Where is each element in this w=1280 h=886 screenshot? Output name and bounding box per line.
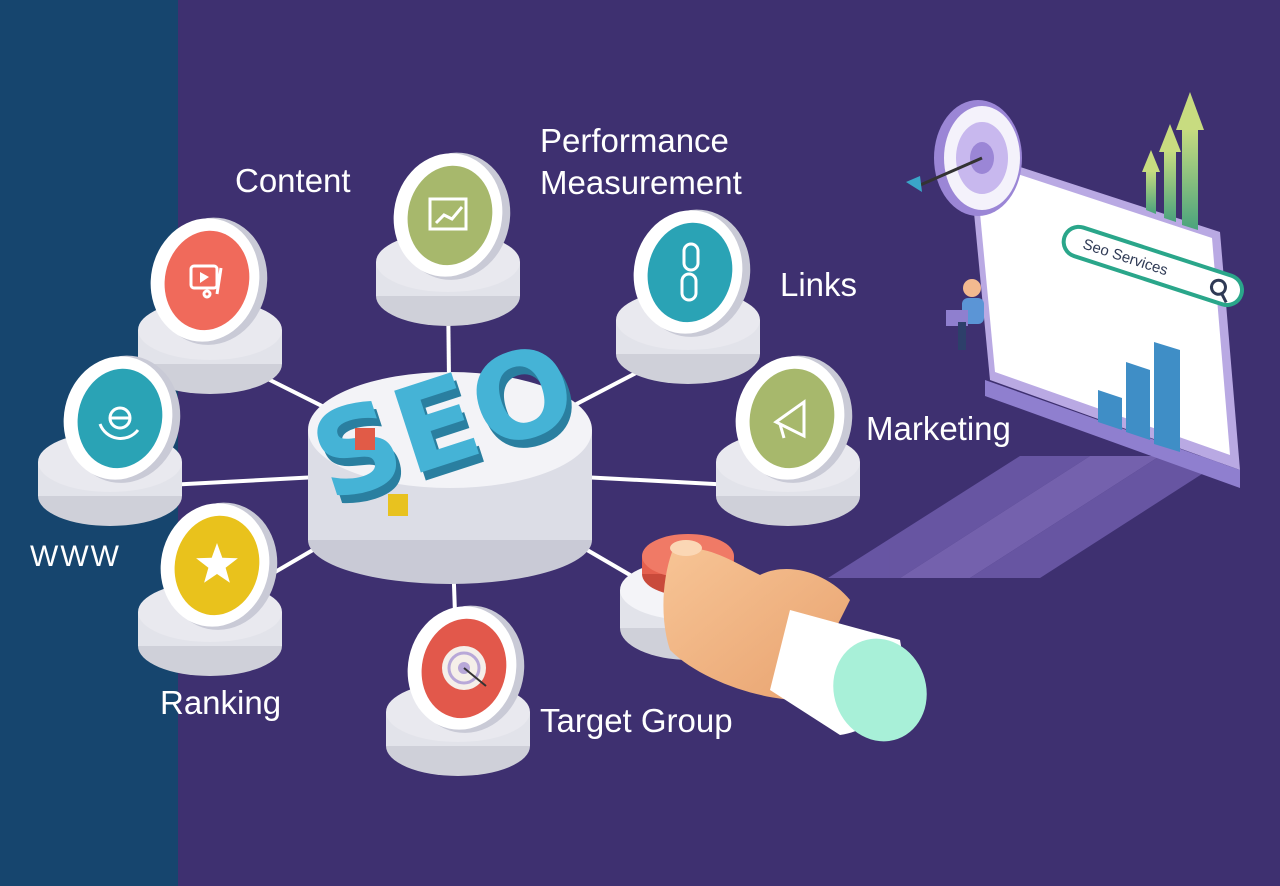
node-performance [376, 152, 520, 326]
label-performance-line1: Performance [540, 122, 729, 159]
label-content: Content [235, 162, 351, 199]
person-laptop-icon [946, 279, 984, 350]
label-target-group: Target Group [540, 702, 733, 739]
light-beam [828, 456, 1230, 578]
hub-yellow-block [388, 494, 408, 516]
hand [663, 540, 927, 742]
label-links: Links [780, 266, 857, 303]
node-target [386, 605, 530, 776]
label-www: WWW [30, 540, 121, 573]
node-ranking [138, 502, 282, 676]
nodes [38, 152, 860, 776]
dartboard-icon [906, 100, 1022, 216]
bar-chart-icon [1098, 342, 1180, 452]
node-www [38, 355, 182, 526]
label-performance-line2: Measurement [540, 164, 742, 201]
hub-red-block [355, 428, 375, 450]
target-icon [442, 646, 487, 690]
labels: Content Performance Measurement Links Ma… [30, 122, 1011, 739]
analytics-chart-icon [428, 197, 468, 231]
label-ranking: Ranking [160, 684, 281, 721]
globe-refresh-icon [98, 406, 140, 440]
seo-monitor: SEO Seo Services [906, 92, 1245, 488]
growth-arrows-icon [1142, 92, 1204, 230]
node-links [616, 209, 760, 384]
megaphone-icon [773, 399, 806, 439]
label-marketing: Marketing [866, 410, 1011, 447]
video-play-icon [189, 264, 223, 299]
magnifier-icon [1209, 278, 1228, 304]
node-marketing [716, 355, 860, 526]
star-icon [196, 543, 238, 583]
node-content [138, 217, 282, 394]
chain-link-icon [680, 242, 700, 302]
